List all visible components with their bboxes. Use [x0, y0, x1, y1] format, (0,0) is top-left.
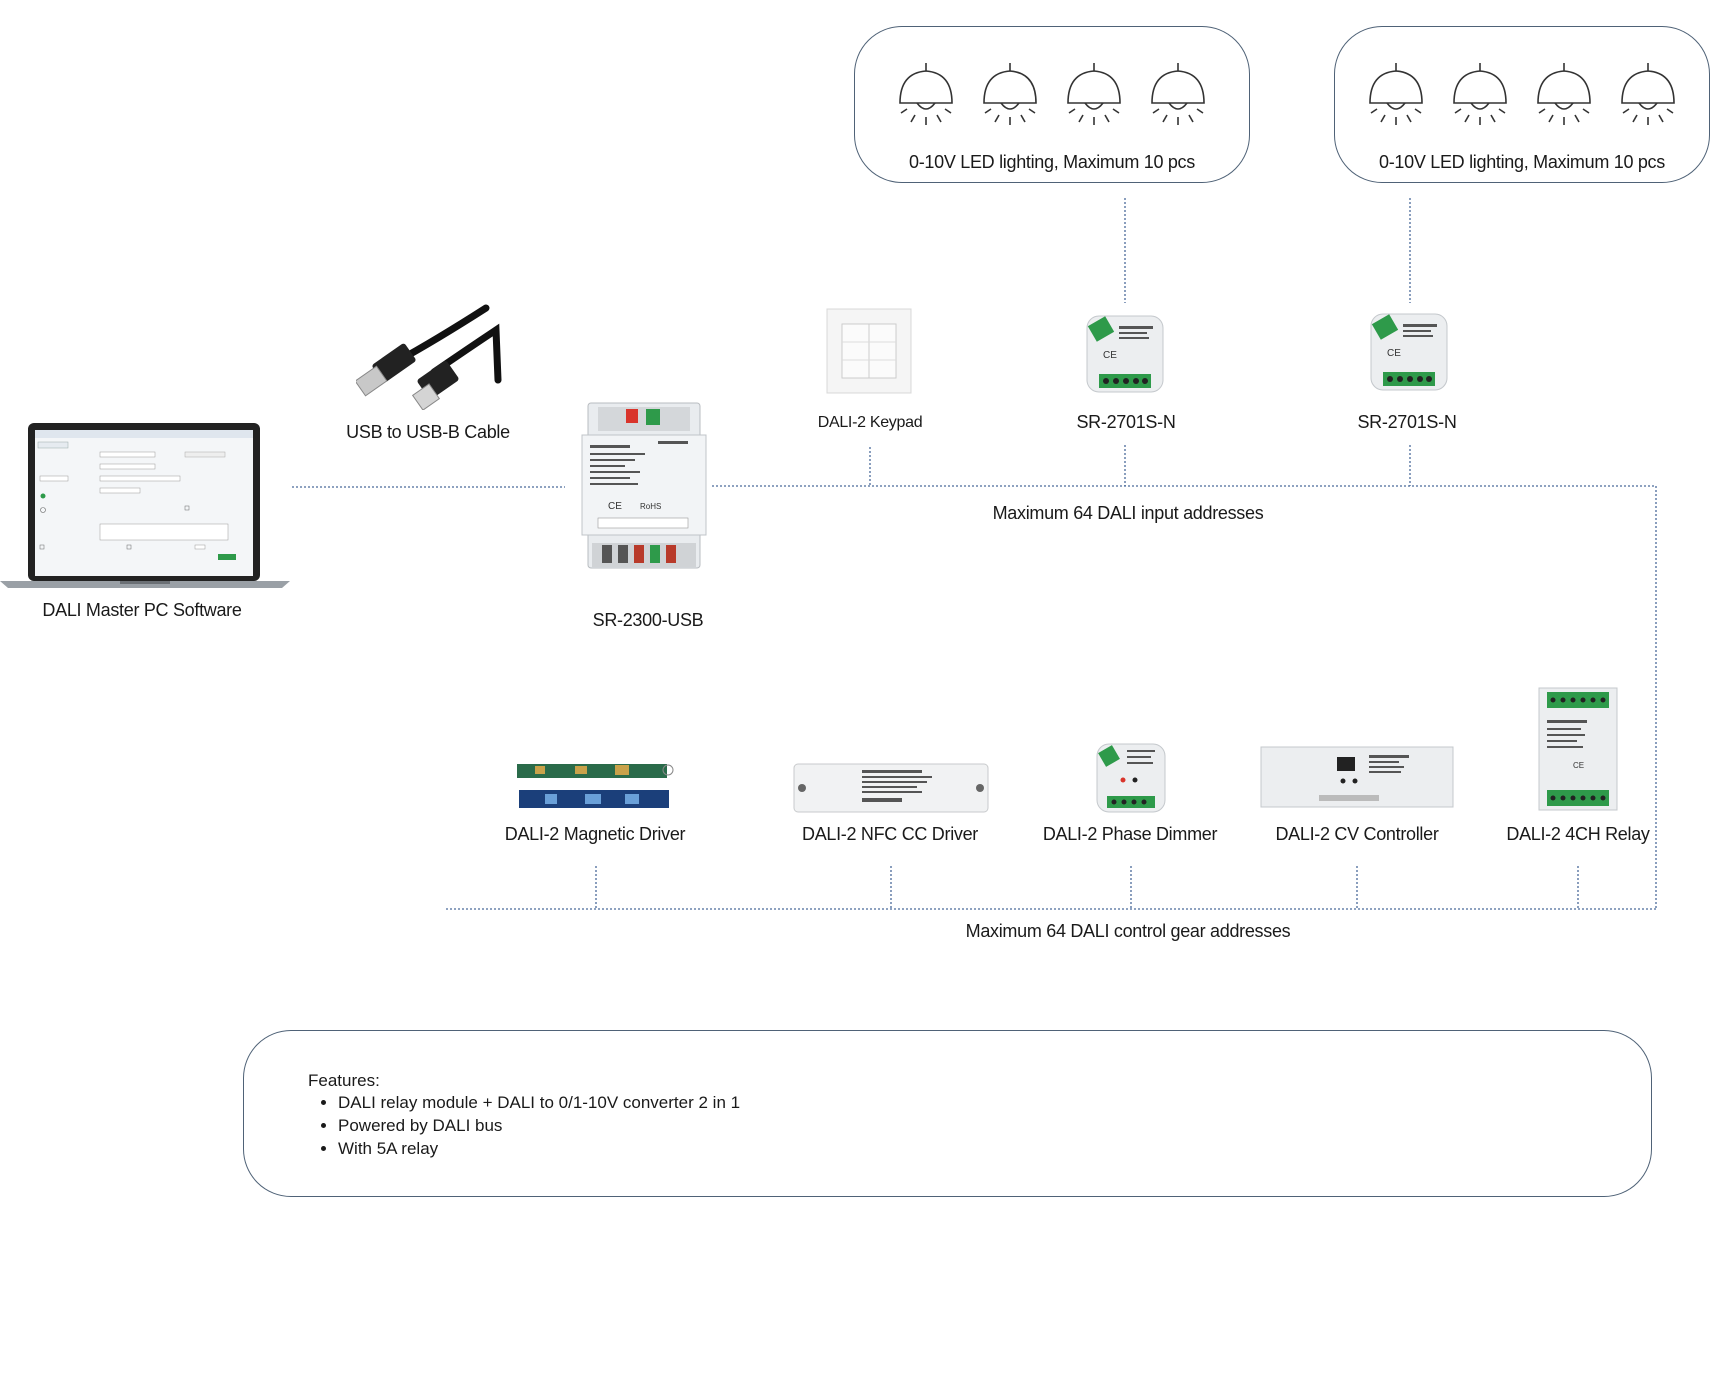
svg-text:CE: CE: [1387, 348, 1401, 359]
lighting-group-label: 0-10V LED lighting, Maximum 10 pcs: [1379, 152, 1665, 172]
pendant-lamp-icon: [1453, 63, 1507, 125]
features-list: DALI relay module + DALI to 0/1-10V conv…: [308, 1091, 740, 1160]
usb-cable-image: [356, 304, 502, 410]
keypad-label: DALI-2 Keypad: [817, 414, 923, 431]
relay-module-image: CE: [1086, 315, 1164, 393]
svg-text:CE: CE: [1573, 761, 1584, 770]
nfc-driver-image: [793, 763, 989, 813]
relay-module-image: CE: [1370, 313, 1448, 391]
pendant-lamp-icon: [1067, 63, 1121, 125]
feature-item: DALI relay module + DALI to 0/1-10V conv…: [338, 1091, 740, 1114]
cable-label: USB to USB-B Cable: [346, 422, 510, 442]
lighting-group-label: 0-10V LED lighting, Maximum 10 pcs: [909, 152, 1195, 172]
pc-software-label: DALI Master PC Software: [42, 600, 242, 620]
cv-controller-image: [1260, 746, 1454, 808]
gear-label: DALI-2 NFC CC Driver: [801, 824, 979, 844]
lamp-row: [1335, 61, 1709, 129]
pendant-lamp-icon: [983, 63, 1037, 125]
relay-2-label: SR-2701S-N: [1357, 412, 1457, 432]
feature-item: With 5A relay: [338, 1137, 740, 1160]
svg-text:CE: CE: [1103, 350, 1117, 361]
gear-label: DALI-2 Magnetic Driver: [504, 824, 686, 844]
lighting-group-1: 0-10V LED lighting, Maximum 10 pcs: [854, 26, 1250, 183]
master-label: SR-2300-USB: [592, 610, 704, 630]
gear-label: DALI-2 Phase Dimmer: [1042, 824, 1218, 844]
svg-text:RoHS: RoHS: [640, 502, 661, 511]
lamp-row: [855, 61, 1249, 129]
gear-label: DALI-2 4CH Relay: [1506, 824, 1650, 844]
master-controller-image: CE RoHS: [581, 402, 707, 569]
input-bus-label: Maximum 64 DALI input addresses: [992, 503, 1264, 523]
pendant-lamp-icon: [1621, 63, 1675, 125]
gear-bus-label: Maximum 64 DALI control gear addresses: [965, 921, 1291, 941]
pendant-lamp-icon: [1369, 63, 1423, 125]
laptop-image: [0, 423, 290, 588]
phase-dimmer-image: [1096, 743, 1166, 813]
gear-label: DALI-2 CV Controller: [1275, 824, 1439, 844]
feature-item: Powered by DALI bus: [338, 1114, 740, 1137]
magnetic-driver-image: [517, 764, 674, 808]
four-channel-relay-image: CE: [1538, 687, 1618, 811]
features-title: Features:: [308, 1071, 380, 1090]
svg-text:CE: CE: [608, 501, 622, 512]
pendant-lamp-icon: [1151, 63, 1205, 125]
features-panel: Features: DALI relay module + DALI to 0/…: [243, 1030, 1652, 1197]
lighting-group-2: 0-10V LED lighting, Maximum 10 pcs: [1334, 26, 1710, 183]
keypad-image: [826, 308, 912, 394]
pendant-lamp-icon: [1537, 63, 1591, 125]
relay-1-label: SR-2701S-N: [1076, 412, 1176, 432]
pendant-lamp-icon: [899, 63, 953, 125]
